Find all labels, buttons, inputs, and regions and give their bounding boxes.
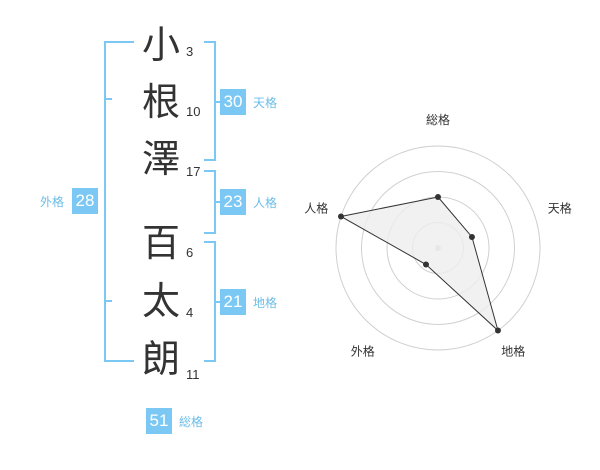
tenkaku-label: 天格 bbox=[253, 96, 278, 110]
name-char-1: 小 bbox=[141, 23, 180, 67]
radar-series-polygon bbox=[339, 196, 499, 333]
stroke-count-4: 6 bbox=[186, 245, 194, 260]
radar-axis-label-2: 天格 bbox=[548, 200, 572, 215]
radar-grid-ring-4 bbox=[335, 145, 541, 351]
name-char-5: 太 bbox=[141, 279, 180, 323]
stroke-count-2: 10 bbox=[186, 104, 201, 119]
radar-axis-label-3: 地格 bbox=[501, 344, 525, 359]
jinkaku-bracket bbox=[204, 170, 216, 234]
jinkaku-stem bbox=[216, 201, 220, 203]
stroke-count-1: 3 bbox=[186, 44, 194, 59]
jinkaku-badge: 23 bbox=[220, 189, 246, 215]
name-char-3: 澤 bbox=[141, 137, 180, 181]
radar-grid-ring-3 bbox=[361, 171, 515, 325]
stroke-count-3: 17 bbox=[186, 164, 201, 179]
tenkaku-bracket bbox=[204, 41, 216, 161]
name-char-2: 根 bbox=[141, 80, 180, 124]
radar-axis-label-4: 外格 bbox=[351, 344, 375, 359]
radar-point-2 bbox=[468, 233, 475, 240]
gaikaku-tick-1 bbox=[104, 98, 112, 100]
chikaku-badge: 21 bbox=[220, 289, 246, 315]
radar-axis-label-1: 総格 bbox=[426, 112, 450, 127]
soukaku-label: 総格 bbox=[179, 415, 204, 429]
gaikaku-tick-2 bbox=[104, 300, 112, 302]
jinkaku-label: 人格 bbox=[253, 196, 278, 210]
radar-point-1 bbox=[435, 194, 441, 200]
chikaku-stem bbox=[216, 301, 220, 303]
radar-axis-label-5: 人格 bbox=[304, 200, 328, 215]
radar-point-5 bbox=[337, 213, 344, 220]
gaikaku-bracket bbox=[104, 41, 134, 362]
stroke-count-6: 11 bbox=[186, 367, 200, 382]
chikaku-label: 地格 bbox=[253, 296, 278, 310]
soukaku-badge: 51 bbox=[146, 408, 172, 434]
chikaku-bracket bbox=[204, 241, 216, 362]
tenkaku-badge: 30 bbox=[220, 89, 246, 115]
name-char-6: 朗 bbox=[141, 337, 180, 381]
stroke-count-5: 4 bbox=[186, 305, 194, 320]
name-char-4: 百 bbox=[141, 221, 180, 265]
gaikaku-badge: 28 bbox=[72, 188, 98, 214]
radar-point-3 bbox=[494, 327, 501, 334]
gaikaku-label: 外格 bbox=[40, 195, 65, 209]
tenkaku-stem bbox=[216, 101, 220, 103]
radar-point-4 bbox=[423, 261, 430, 268]
